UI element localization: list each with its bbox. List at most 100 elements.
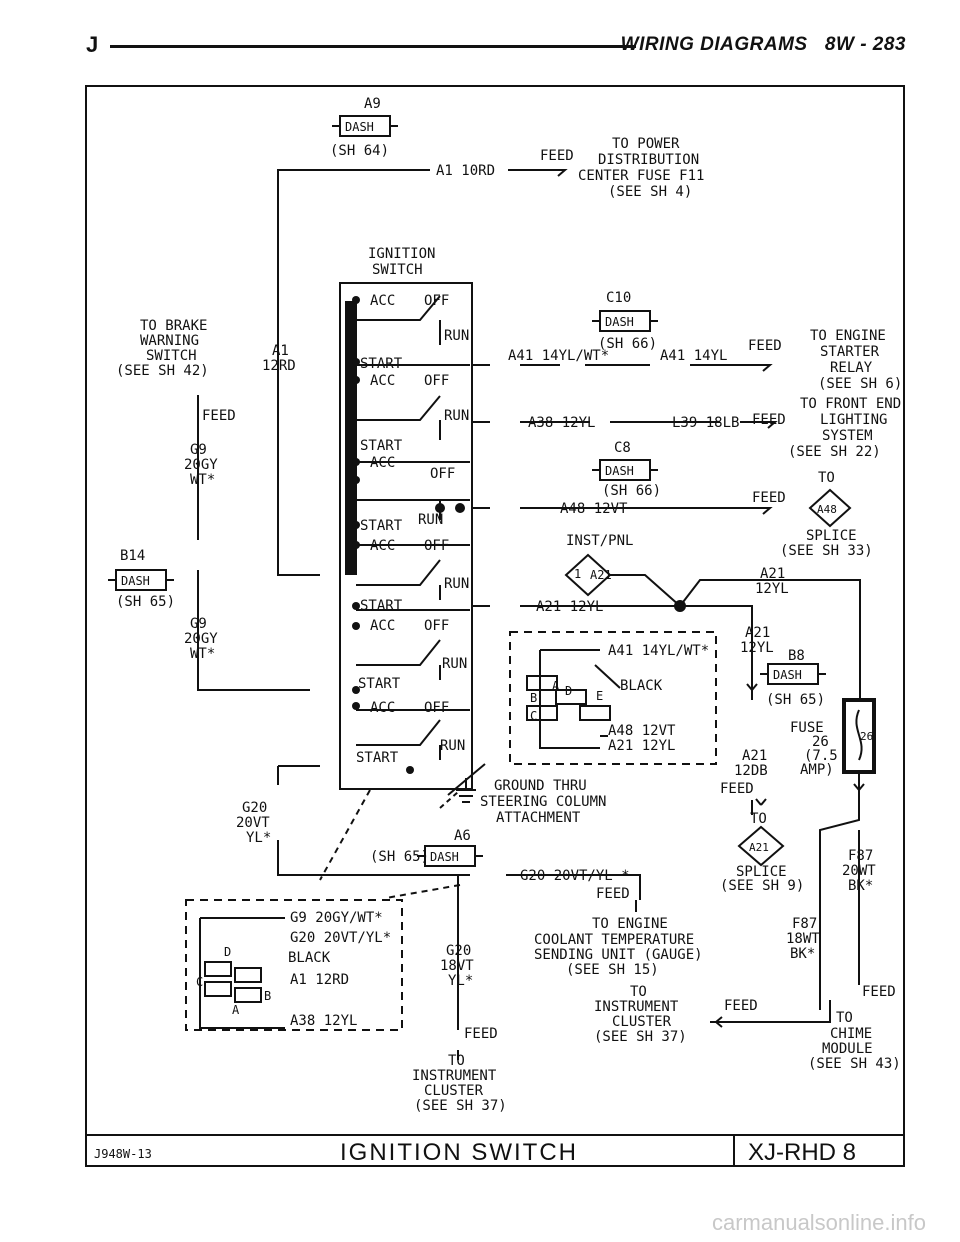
label-feed-cluster-left: FEED [464, 1026, 498, 1042]
label-chime: CHIME [830, 1026, 872, 1042]
label-sh65-left: (SH 65) [116, 594, 175, 610]
label-a21-12yl-2: A21 12YL [608, 738, 675, 754]
label-off-5: OFF [424, 618, 449, 634]
label-a21-1: A21 [760, 566, 785, 582]
label-to-front-end: TO FRONT END [800, 396, 901, 412]
header-section-letter: J [86, 32, 99, 57]
pin-a-1: A [552, 679, 560, 693]
label-sh64: (SH 64) [330, 143, 389, 159]
label-acc-5: ACC [370, 618, 395, 634]
label-feed-top: FEED [540, 148, 574, 164]
label-a38-12yl: A38 12YL [528, 415, 595, 431]
footer-title: IGNITION SWITCH [340, 1139, 578, 1166]
pin-d-2: D [224, 945, 231, 959]
label-c8: C8 [614, 440, 631, 456]
label-feed-starter: FEED [748, 338, 782, 354]
label-20vt: 20VT [236, 815, 270, 831]
label-ground-thru: GROUND THRU [494, 778, 587, 794]
label-to-engine: TO ENGINE [810, 328, 886, 344]
label-see-sh22: (SEE SH 22) [788, 444, 881, 460]
pin-c-1: C [530, 709, 537, 723]
label-attachment: ATTACHMENT [496, 810, 581, 826]
label-fuse: FUSE [790, 720, 824, 736]
watermark: carmanualsonline.info [711, 1210, 926, 1235]
label-feed-brake: FEED [202, 408, 236, 424]
label-a38-12yl-2: A38 12YL [290, 1013, 357, 1029]
label-g9-20gywt: G9 20GY/WT* [290, 910, 383, 926]
label-sending: SENDING UNIT (GAUGE) [534, 947, 703, 963]
label-splice-1: SPLICE [806, 528, 857, 544]
label-to-cluster-right: TO [630, 984, 647, 1000]
label-a48-12vt-2: A48 12VT [608, 723, 676, 739]
switch-actuator-bar [345, 301, 357, 575]
label-feed-coolant: FEED [596, 886, 630, 902]
label-cluster-2: CLUSTER [612, 1014, 672, 1030]
footer-model: XJ-RHD 8 [748, 1139, 856, 1166]
label-g20-20vtyl: G20 20VT/YL * [520, 868, 630, 884]
label-to-chime: TO [836, 1010, 853, 1026]
label-a9: A9 [364, 96, 381, 112]
label-relay: RELAY [830, 360, 873, 376]
label-a21-splice-bottom: A21 [749, 841, 769, 854]
label-a9-dash: DASH [345, 120, 374, 134]
label-acc-6: ACC [370, 700, 395, 716]
label-c1: 1 [574, 567, 581, 581]
label-a21-splice-top: A21 [590, 568, 612, 582]
label-bk-1: BK* [848, 878, 873, 894]
label-off-3: OFF [430, 466, 455, 482]
label-fuse-26-inside: 26 [860, 730, 873, 743]
label-c8-dash: DASH [605, 464, 634, 478]
label-b8-dash: DASH [773, 668, 802, 682]
label-acc-1: ACC [370, 293, 395, 309]
pin-b-2: B [264, 989, 271, 1003]
label-a1: A1 [272, 343, 289, 359]
label-a21-2: A21 [745, 625, 770, 641]
label-b8: B8 [788, 648, 805, 664]
label-sh65-right: (SH 65) [766, 692, 825, 708]
diagram-frame [85, 85, 905, 1167]
label-b14-dash: DASH [121, 574, 150, 588]
label-to-a21: TO [750, 811, 767, 827]
label-switch: SWITCH [372, 262, 423, 278]
label-instrument-1: INSTRUMENT [412, 1068, 497, 1084]
label-c10-dash: DASH [605, 315, 634, 329]
label-see-sh33: (SEE SH 33) [780, 543, 873, 559]
label-see-sh37-2: (SEE SH 37) [594, 1029, 687, 1045]
label-see-sh4: (SEE SH 4) [608, 184, 692, 200]
label-to-brake: TO BRAKE [140, 318, 207, 334]
label-a48-12vt: A48 12VT [560, 501, 628, 517]
label-steering-column: STEERING COLUMN [480, 794, 606, 810]
label-sh65-a6: (SH 65) [370, 849, 429, 865]
label-see-sh37-1: (SEE SH 37) [414, 1098, 507, 1114]
label-bk-2: BK* [790, 946, 815, 962]
label-start-5: START [358, 676, 401, 692]
label-to-engine-2: TO ENGINE [592, 916, 668, 932]
label-to-power: TO POWER [612, 136, 680, 152]
header-title: WIRING DIAGRAMS 8W - 283 [620, 34, 906, 55]
label-module: MODULE [822, 1041, 873, 1057]
label-a41-14ylwt-2: A41 14YL/WT* [608, 643, 709, 659]
label-see-sh6: (SEE SH 6) [818, 376, 902, 392]
label-start-1: START [360, 356, 403, 372]
label-amp: AMP) [800, 762, 834, 778]
label-start-3: START [360, 518, 403, 534]
label-off-4: OFF [424, 538, 449, 554]
label-black-1: BLACK [620, 678, 663, 694]
footer-code: J948W-13 [94, 1147, 152, 1161]
label-a1-10rd: A1 10RD [436, 163, 495, 179]
label-12db: 12DB [734, 763, 768, 779]
label-switch-brake: SWITCH [146, 348, 197, 364]
label-see-sh43: (SEE SH 43) [808, 1056, 901, 1072]
label-start-2: START [360, 438, 403, 454]
pin-c-2: C [196, 975, 203, 989]
pin-d-1: D [565, 684, 572, 698]
label-start-4: START [360, 598, 403, 614]
label-sh66-2: (SH 66) [602, 483, 661, 499]
label-feed-a21: FEED [720, 781, 754, 797]
label-feed-cluster-right: FEED [724, 998, 758, 1014]
pin-e-1: E [596, 689, 603, 703]
label-20gy-1: 20GY [184, 457, 218, 473]
label-start-6: START [356, 750, 399, 766]
header-rule [110, 45, 636, 48]
label-acc-2: ACC [370, 373, 395, 389]
